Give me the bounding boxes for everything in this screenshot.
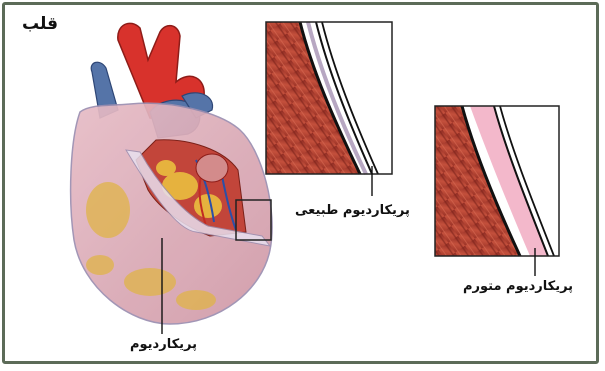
label-normal-pericardium: پریکاردیوم طبیعی xyxy=(295,203,410,218)
label-pericardium: پریکاردیوم xyxy=(130,337,197,352)
diagram-title: قلب xyxy=(22,14,58,34)
label-swollen-pericardium: پریکاردیوم متورم xyxy=(463,279,573,294)
inset-normal xyxy=(266,22,392,196)
atrium xyxy=(196,154,228,182)
inset-swollen xyxy=(435,106,559,276)
